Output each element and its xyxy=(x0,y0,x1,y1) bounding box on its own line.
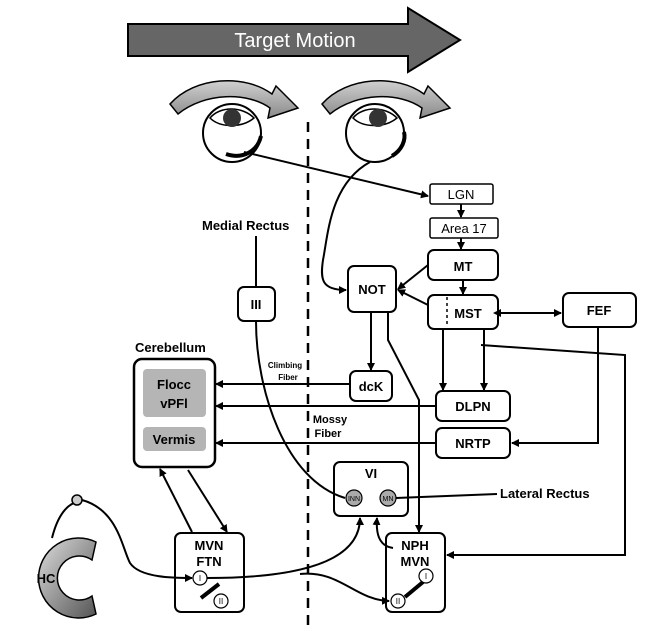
vpfl-label: vPFl xyxy=(160,396,187,411)
not-box: NOT xyxy=(347,265,397,313)
mst-box: MST xyxy=(427,294,499,330)
flocc-vpfl-region xyxy=(143,369,206,417)
inn-label: INN xyxy=(348,496,360,503)
nph-type-ii-label: II xyxy=(396,597,400,606)
connections xyxy=(81,204,626,605)
target-motion-arrow: Target Motion xyxy=(127,6,462,74)
iii-box: III xyxy=(237,286,276,322)
nph-type-i-label: I xyxy=(425,572,427,581)
right-pupil-icon xyxy=(369,109,387,127)
nph-mvn-box: NPH MVN I II xyxy=(385,532,446,613)
mst-label: MST xyxy=(454,306,482,321)
dlpn-label: DLPN xyxy=(455,399,490,414)
cerebellum-box: Flocc vPFl Vermis xyxy=(132,357,217,469)
flocc-label: Flocc xyxy=(157,377,191,392)
fef-label: FEF xyxy=(587,303,612,318)
mossy-fiber-label-1: Mossy xyxy=(313,414,348,426)
nph-mvn-label-1: NPH xyxy=(401,538,428,553)
mt-box: MT xyxy=(427,249,499,281)
mvn-ftn-label-1: MVN xyxy=(195,538,224,553)
dlpn-box: DLPN xyxy=(435,390,511,422)
lateral-rectus-label: Lateral Rectus xyxy=(500,486,590,501)
nrtp-label: NRTP xyxy=(455,436,491,451)
lgn-box: LGN xyxy=(429,183,494,205)
mvn-ftn-label-2: FTN xyxy=(196,554,221,569)
right-eye xyxy=(345,103,407,163)
right-eye-rotation-arrow xyxy=(321,79,452,120)
dck-label: dcK xyxy=(359,379,384,394)
left-eye xyxy=(202,103,263,163)
inn-neuron-icon xyxy=(345,489,363,507)
lgn-label: LGN xyxy=(448,187,475,202)
left-pupil-icon xyxy=(223,109,241,127)
vi-label: VI xyxy=(365,466,377,481)
mvn-ftn-box: MVN FTN I II xyxy=(174,532,245,613)
not-label: NOT xyxy=(358,282,386,297)
mvn-type-i-label: I xyxy=(199,574,201,583)
area17-box: Area 17 xyxy=(429,217,499,239)
vermis-label: Vermis xyxy=(153,432,196,447)
climbing-fiber-label-1: Climbing xyxy=(268,361,302,370)
hc-semicircular-canal: HC xyxy=(37,494,97,619)
target-motion-label: Target Motion xyxy=(234,30,355,52)
mvn-type-ii-label: II xyxy=(219,597,223,606)
area17-label: Area 17 xyxy=(441,221,487,236)
cerebellum-title: Cerebellum xyxy=(135,340,206,355)
nph-mvn-label-2: MVN xyxy=(401,554,430,569)
medial-rectus-label: Medial Rectus xyxy=(202,218,289,233)
fef-box: FEF xyxy=(562,292,637,328)
vermis-region xyxy=(143,427,206,451)
vi-box: VI INN MN xyxy=(333,461,409,517)
climbing-fiber-label-2: Fiber xyxy=(278,373,298,382)
nph-type-i-neuron-icon xyxy=(418,568,434,584)
mt-label: MT xyxy=(454,259,473,274)
nph-type-ii-neuron-icon xyxy=(390,593,406,609)
nrtp-box: NRTP xyxy=(435,427,511,459)
mvn-type-ii-neuron-icon xyxy=(213,593,229,609)
left-eye-rotation-arrow xyxy=(169,79,300,120)
hc-label: HC xyxy=(37,571,56,586)
dck-box: dcK xyxy=(349,370,393,402)
iii-label: III xyxy=(251,297,262,312)
mossy-fiber-label-2: Fiber xyxy=(315,428,343,440)
mn-label: MN xyxy=(383,496,394,503)
